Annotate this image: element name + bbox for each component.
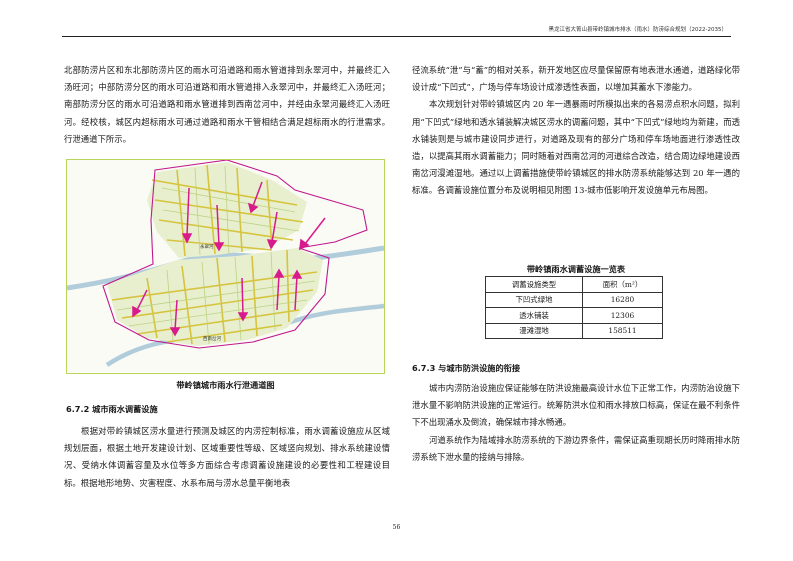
river-label-north: 永翠河 [200, 243, 214, 250]
table-cell: 下凹式绿地 [485, 291, 583, 308]
table-title: 带岭镇雨水调蓄设施一览表 [526, 264, 626, 274]
table-cell: 12306 [582, 307, 663, 324]
right-paragraph-1: 径流系统“泄”与“蓄”的相对关系，新开发地区应尽量保留原有地表泄水通道，道路绿化… [412, 65, 740, 93]
table-row: 漫滩湿地 158511 [485, 322, 663, 339]
right-column: 径流系统“泄”与“蓄”的相对关系，新开发地区应尽量保留原有地表泄水通道，道路绿化… [412, 62, 740, 200]
page-number: 56 [392, 524, 401, 531]
left-column: 北部防涝片区和东北部防涝片区的雨水可沿道路和雨水管道排到永翠河中，并最终汇入汤旺… [64, 62, 390, 148]
table-header-cell: 调蓄设施类型 [485, 276, 583, 293]
header-divider [62, 36, 731, 37]
storage-facility-table: 调蓄设施类型 面积（m²） 下凹式绿地 16280 透水铺装 12306 漫滩湿… [485, 276, 663, 339]
figure-caption: 带岭镇城市雨水行泄通道图 [176, 380, 275, 390]
right-paragraph-2: 本次规划针对带岭镇城区内 20 年一遇暴雨时所模拟出来的各易涝点积水问题，拟利用… [412, 99, 740, 196]
right-paragraph-3: 城市内涝防治设施应保证能够在防洪设施最高设计水位下正常工作，内涝防治设施下泄水量… [412, 383, 740, 428]
table-row: 下凹式绿地 16280 [485, 291, 663, 308]
table-header-cell: 面积（m²） [582, 276, 663, 293]
left-paragraph-2: 根据对带岭镇城区涝水量进行预测及城区的内涝控制标准，雨水调蓄设施应从区域规划层面… [64, 426, 390, 488]
drainage-channel-map: 永翠河 西南岔河 [66, 159, 385, 374]
table-cell: 透水铺装 [485, 307, 583, 324]
table-cell: 16280 [582, 291, 663, 308]
running-header: 黑龙江省大箐山县带岭镇城市排水（雨水）防涝综合规划（2022-2035） [548, 27, 727, 33]
left-column-lower: 根据对带岭镇城区涝水量进行预测及城区的内涝控制标准，雨水调蓄设施应从区域规划层面… [64, 423, 390, 492]
river-label-south: 西南岔河 [203, 335, 221, 342]
map-graphic: 永翠河 西南岔河 [67, 160, 384, 367]
table-row: 透水铺装 12306 [485, 307, 663, 324]
table-cell: 158511 [582, 322, 663, 339]
section-heading-673: 6.7.3 与城市防洪设施的衔接 [412, 363, 521, 373]
left-paragraph-1: 北部防涝片区和东北部防涝片区的雨水可沿道路和雨水管道排到永翠河中，并最终汇入汤旺… [64, 65, 390, 144]
table-cell: 漫滩湿地 [485, 322, 583, 339]
table-header-row: 调蓄设施类型 面积（m²） [485, 276, 663, 293]
right-paragraph-4: 河道系统作为陆域排水防涝系统的下游边界条件，需保证高重现期长历时降雨排水防涝系统… [412, 434, 740, 462]
section-heading-672: 6.7.2 城市雨水调蓄设施 [66, 404, 158, 414]
right-column-lower: 城市内涝防治设施应保证能够在防洪设施最高设计水位下正常工作，内涝防治设施下泄水量… [412, 380, 740, 466]
